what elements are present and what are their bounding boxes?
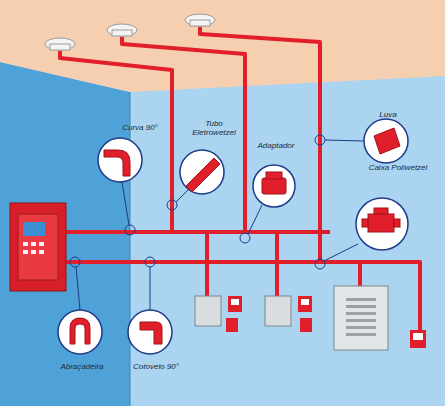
part-label: Luva [368,110,408,119]
part-label: Tubo Eletrowetzel [188,119,240,137]
part-label: Curva 90° [115,123,165,132]
part-label: Adaptador [251,141,301,150]
part-label: Caixa Poliwetzel [368,163,428,172]
part-label: Abraçadeira [52,362,112,371]
part-label: Cotovelo 90° [126,362,186,371]
